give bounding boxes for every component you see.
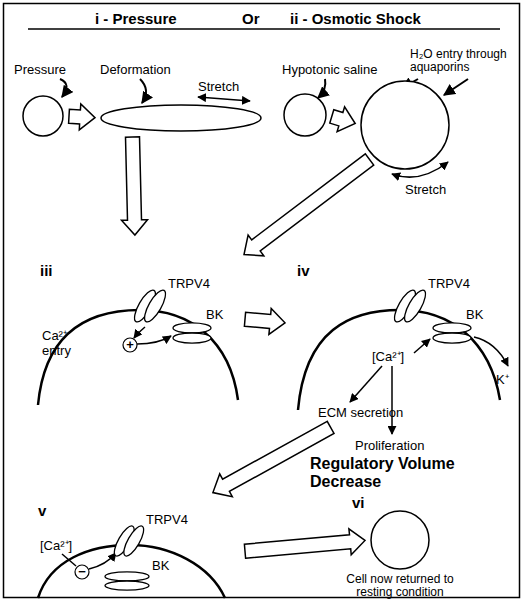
pressure-arrow: [60, 79, 67, 97]
node-label: Deformation: [100, 62, 171, 77]
block-arrow: [122, 137, 148, 235]
cell-panel-shape: [290, 240, 515, 425]
node-label: iv: [297, 262, 310, 279]
channel-subunit: [433, 333, 471, 343]
trpv4-channel: TRPV4: [112, 522, 146, 560]
cell-panel: iiiCa²⁺ entry+TRPV4BK: [30, 240, 240, 415]
channel-subunit: [141, 287, 170, 324]
deformation-arrow: [140, 79, 146, 103]
sign-circle: [123, 338, 137, 352]
channel-subunit: [105, 581, 149, 590]
activation-arrow: [137, 336, 171, 344]
block-arrow: [244, 154, 374, 256]
node-label: Cell now returned to resting condition: [340, 573, 460, 599]
cell-membrane: [38, 310, 238, 405]
bk-channel-shape: [432, 322, 472, 344]
node-label: BK: [206, 307, 223, 322]
node-label: v: [38, 502, 46, 519]
trpv4-channel: TRPV4: [132, 286, 168, 326]
channel-subunit: [173, 323, 211, 333]
deformed-cell-shape: [100, 104, 262, 132]
node-label: [Ca²⁺]: [372, 349, 404, 364]
swollen-cell-shape: [360, 80, 450, 170]
process-label: Regulatory Volume Decrease: [310, 455, 500, 491]
cell-outline: [101, 105, 261, 131]
bk-channel: BK: [172, 322, 212, 344]
block-arrow: [213, 421, 334, 496]
resting-cell-shape: [370, 510, 430, 570]
cell-outline: [284, 94, 326, 136]
node-label: BK: [466, 307, 483, 322]
channel-subunit: [120, 523, 147, 558]
effect-arrow: [350, 366, 382, 402]
channel-subunit: [401, 287, 430, 324]
trpv4-channel-shape: [132, 286, 168, 326]
node-label: [Ca²⁺]: [40, 538, 72, 553]
sign-circle: [75, 565, 89, 579]
stretch-arrow: [198, 97, 250, 101]
potassium-arrow: [474, 337, 508, 366]
node-label: +: [123, 338, 137, 352]
cell-panel: v [Ca²⁺]− TRPV4BK: [30, 495, 240, 598]
cell-outline: [361, 81, 449, 169]
frame-border: [4, 4, 520, 598]
membrane-group: [298, 310, 500, 410]
node-label: TRPV4: [146, 512, 188, 527]
header-label: i - Pressure: [95, 10, 177, 27]
node-label: −: [75, 565, 89, 579]
effect-arrow: [414, 339, 430, 353]
node-label: Ca²⁺ entry: [42, 328, 82, 358]
bk-channel: BK: [104, 571, 150, 591]
node-label: iii: [40, 262, 53, 279]
cell-membrane: [298, 310, 500, 410]
header-label: Or: [242, 10, 260, 27]
node-label: vi: [352, 494, 365, 511]
resting-cell: viCell now returned to resting condition: [370, 510, 430, 570]
membrane-group: [38, 310, 238, 405]
node-label: Stretch: [405, 182, 446, 197]
node-label: K⁺: [496, 372, 509, 387]
block-arrow: [244, 529, 365, 558]
resting-cell: Pressure: [22, 95, 64, 137]
trpv4-channel: TRPV4: [392, 286, 428, 326]
water-arrow: [444, 79, 468, 95]
cell-outline: [23, 96, 63, 136]
node-label: H₂O entry through aquaporins: [410, 48, 514, 74]
block-arrow: [330, 107, 355, 132]
cell-panel: iv[Ca²⁺]ECM secretionProliferationK⁺TRPV…: [290, 240, 515, 425]
resting-cell: Hypotonic saline: [283, 93, 327, 137]
channel-subunit: [173, 333, 211, 343]
node-label: Pressure: [14, 62, 66, 77]
header-underline: [28, 28, 500, 30]
node-label: Proliferation: [355, 438, 424, 453]
node-label: ECM secretion: [318, 405, 403, 420]
saline-arrow: [318, 79, 325, 98]
cell-outline: [371, 511, 429, 569]
deformed-cell: DeformationStretch: [100, 104, 262, 132]
channel-subunit: [105, 572, 149, 581]
resting-cell-shape: [22, 95, 64, 137]
header-label: ii - Osmotic Shock: [290, 10, 421, 27]
inhibition-arrow: [89, 553, 116, 569]
block-arrow: [69, 104, 95, 130]
bk-channel-shape: [172, 322, 212, 344]
swollen-cell: H₂O entry through aquaporinsStretch: [360, 80, 450, 170]
node-label: TRPV4: [428, 276, 470, 291]
effect-arrow: [391, 366, 393, 434]
trpv4-channel-shape: [392, 286, 428, 326]
calcium-arrow: [134, 327, 145, 338]
bk-channel: BK: [432, 322, 472, 344]
trpv4-channel-shape: [112, 522, 146, 560]
bk-channel-shape: [104, 571, 150, 591]
block-arrow: [244, 309, 285, 335]
node-label: Stretch: [198, 79, 239, 94]
node-label: TRPV4: [168, 276, 210, 291]
node-label: Hypotonic saline: [282, 62, 377, 77]
resting-cell-shape: [283, 93, 327, 137]
node-label: BK: [152, 558, 169, 573]
channel-subunit: [433, 323, 471, 333]
